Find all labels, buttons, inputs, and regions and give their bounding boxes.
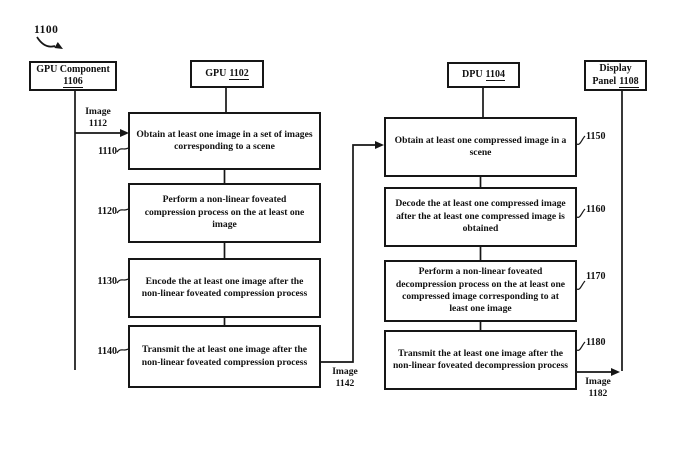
flow-label-image-1112-word: Image <box>85 106 111 117</box>
gpu-component-label: GPU Component <box>36 63 110 75</box>
flow-label-image-1142-num: 1142 <box>335 377 355 389</box>
squiggle-1120 <box>116 208 129 214</box>
ref-1120: 1120 <box>97 206 117 217</box>
arrow-into-1150-head-icon <box>375 141 384 149</box>
ref-1160: 1160 <box>586 204 606 215</box>
step-1120-text: Perform a non-linear foveated compressio… <box>144 194 305 231</box>
flow-label-image-1182-word: Image <box>585 376 611 387</box>
display-panel-ref: 1108 <box>619 75 639 88</box>
display-panel-label-line2: Panel <box>592 75 617 87</box>
ref-1140: 1140 <box>97 346 117 357</box>
squiggle-1170 <box>576 280 586 290</box>
step-1110-text: Obtain at least one image in a set of im… <box>136 128 313 152</box>
dpu-label: DPU <box>461 68 483 80</box>
ref-1180: 1180 <box>586 337 606 348</box>
figure-number-arrowhead-icon <box>54 42 63 49</box>
squiggle-1130 <box>116 278 129 284</box>
step-box-1160: Decode the at least one compressed image… <box>384 187 577 247</box>
step-box-1120: Perform a non-linear foveated compressio… <box>128 183 321 243</box>
ref-1170: 1170 <box>586 271 606 282</box>
display-panel-label-line1: Display <box>599 63 632 75</box>
arrow-image-1112-head-icon <box>120 129 129 137</box>
gpu-label: GPU <box>205 67 227 79</box>
ref-1130: 1130 <box>97 276 117 287</box>
squiggle-1140 <box>116 348 129 354</box>
gpu-ref: 1102 <box>229 67 249 80</box>
step-1160-text: Decode the at least one compressed image… <box>395 198 566 235</box>
flow-label-image-1182: Image 1182 <box>576 376 620 400</box>
squiggle-1150 <box>576 135 586 145</box>
step-box-1180: Transmit the at least one image after th… <box>384 330 577 390</box>
squiggle-1160 <box>576 208 586 218</box>
flow-label-image-1112: Image 1112 <box>76 106 120 130</box>
ref-1150: 1150 <box>586 131 606 142</box>
flow-label-image-1182-num: 1182 <box>588 387 608 399</box>
flow-label-image-1112-num: 1112 <box>88 117 108 129</box>
step-1140-text: Transmit the at least one image after th… <box>141 344 308 368</box>
step-box-1170: Perform a non-linear foveated decompress… <box>384 260 577 322</box>
flow-label-image-1142: Image 1142 <box>323 366 367 390</box>
figure-number-arrow <box>36 36 56 48</box>
header-box-gpu-component: GPU Component 1106 <box>29 61 117 91</box>
figure-number-label: 1100 <box>34 24 59 36</box>
step-1170-text: Perform a non-linear foveated decompress… <box>395 266 566 315</box>
step-1130-text: Encode the at least one image after the … <box>141 275 308 299</box>
step-box-1110: Obtain at least one image in a set of im… <box>128 112 321 170</box>
gpu-component-ref: 1106 <box>63 76 83 88</box>
step-box-1130: Encode the at least one image after the … <box>128 258 321 318</box>
flow-label-image-1142-word: Image <box>332 366 358 377</box>
arrow-image-1182-head-icon <box>611 368 620 376</box>
step-1150-text: Obtain at least one compressed image in … <box>394 134 567 158</box>
squiggle-1180 <box>576 341 586 351</box>
squiggle-1110 <box>116 147 129 153</box>
ref-1110: 1110 <box>98 146 117 157</box>
step-box-1150: Obtain at least one compressed image in … <box>384 117 577 177</box>
step-1180-text: Transmit the at least one image after th… <box>392 347 569 371</box>
dpu-ref: 1104 <box>485 68 505 81</box>
connector-1140-1150 <box>321 144 376 363</box>
step-box-1140: Transmit the at least one image after th… <box>128 325 321 388</box>
